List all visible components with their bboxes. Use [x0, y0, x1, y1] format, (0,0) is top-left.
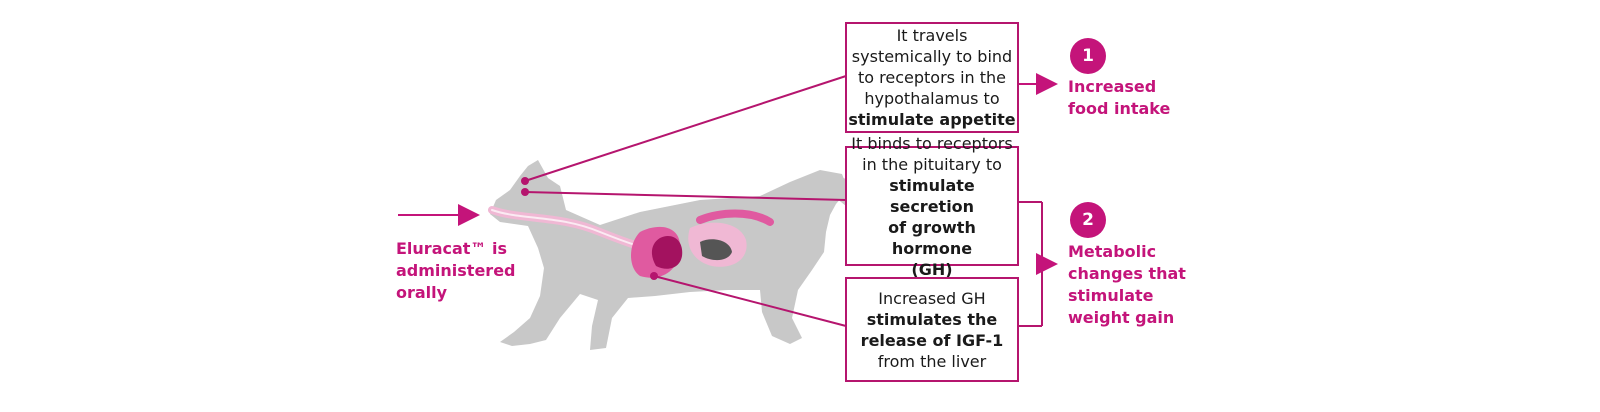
- administered-line: Eluracat™ is: [396, 239, 507, 258]
- outcome-line: Increased: [1068, 77, 1157, 96]
- appetite-arrow: [1017, 73, 1058, 95]
- outcome-line: food intake: [1068, 99, 1171, 118]
- box-line: to receptors in the: [857, 68, 1006, 87]
- administered-line: administered: [396, 261, 516, 280]
- box-line: systemically to bind: [851, 47, 1013, 66]
- outcome-line: weight gain: [1068, 308, 1175, 327]
- arrows: [398, 73, 1058, 275]
- box-hypothalamus: It travels systemically to bind to recep…: [845, 22, 1019, 133]
- kidney-shape: [700, 239, 732, 261]
- box-line-bold: stimulates the: [866, 309, 998, 329]
- box-line: from the liver: [877, 351, 987, 371]
- outcome-1-label: Increased food intake: [1068, 76, 1170, 120]
- outcome-line: Metabolic: [1068, 242, 1157, 261]
- connector-dots: [521, 177, 658, 280]
- box-line: Increased GH: [878, 288, 986, 308]
- pituitary-dot: [521, 188, 529, 196]
- box-line: hypothalamus to: [864, 89, 1000, 108]
- administered-label: Eluracat™ is administered orally: [396, 238, 516, 304]
- organs: [631, 222, 747, 278]
- stomach-shape: [651, 236, 683, 269]
- outcome-line: changes that: [1068, 264, 1186, 283]
- box-line: in the pituitary to: [862, 154, 1002, 174]
- box-line: It travels: [896, 26, 968, 45]
- connectors: [524, 75, 1043, 327]
- box-line-bold: stimulate secretion: [889, 175, 975, 216]
- outcome-2-badge: 2: [1070, 202, 1106, 238]
- administered-line: orally: [396, 283, 448, 302]
- oral-arrow: [398, 204, 480, 226]
- box-line-bold: of growth hormone: [888, 217, 976, 258]
- liver-dot: [650, 272, 658, 280]
- box-line-bold: release of IGF-1: [860, 330, 1004, 350]
- outcome-line: stimulate: [1068, 286, 1154, 305]
- metabolic-arrow: [1036, 253, 1058, 275]
- outcome-1-badge: 1: [1070, 38, 1106, 74]
- box-line-bold: stimulate appetite: [848, 110, 1016, 129]
- box-pituitary: It binds to receptors in the pituitary t…: [845, 134, 1019, 279]
- box-line-bold: (GH): [911, 259, 953, 279]
- hypothalamus-dot: [521, 177, 529, 185]
- box-line: It binds to receptors: [851, 133, 1013, 153]
- box-liver: Increased GH stimulates the release of I…: [845, 277, 1019, 382]
- outcome-2-label: Metabolic changes that stimulate weight …: [1068, 241, 1186, 329]
